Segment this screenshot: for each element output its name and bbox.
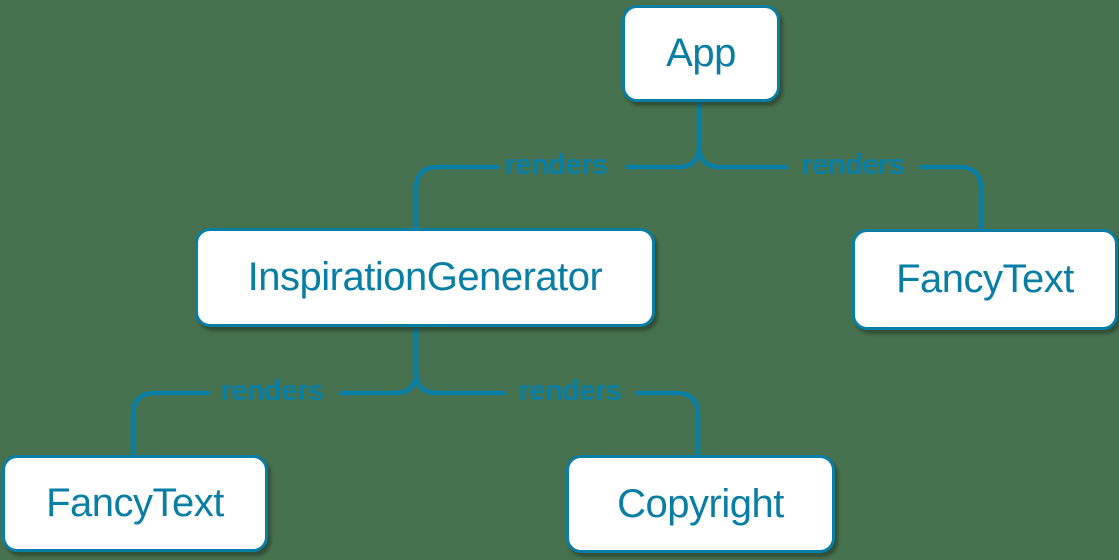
- edge-label-renders-inspirationgenerator-copyright: renders: [518, 375, 622, 408]
- edge-app-to-fancytext-b: [918, 164, 984, 233]
- edge-label-renders-app-fancytext: renders: [801, 149, 905, 182]
- edge-inspirationgenerator-to-copyright-b: [635, 390, 701, 459]
- node-copyright: Copyright: [566, 455, 835, 553]
- node-copyright-label: Copyright: [617, 481, 784, 526]
- edge-inspirationgenerator-to-fancytext-b: [130, 390, 211, 459]
- node-fancy-text-right: FancyText: [852, 229, 1118, 330]
- node-inspiration-generator-label: InspirationGenerator: [247, 255, 603, 299]
- edge-label-renders-inspirationgenerator-fancytext: renders: [220, 375, 324, 408]
- edge-inspirationgenerator-to-copyright-a: [413, 369, 507, 396]
- node-inspiration-generator: InspirationGenerator: [195, 228, 655, 327]
- node-app-label: App: [666, 31, 736, 75]
- node-app: App: [622, 5, 780, 102]
- node-fancy-text-left-label: FancyText: [46, 481, 224, 525]
- edge-label-renders-app-inspirationgenerator: renders: [504, 149, 608, 182]
- edge-app-to-fancytext-a: [696, 143, 789, 170]
- edge-app-to-inspirationgenerator-b: [413, 164, 500, 232]
- node-fancy-text-left: FancyText: [2, 455, 268, 552]
- edge-app-to-inspirationgenerator-a: [624, 143, 702, 170]
- edge-inspirationgenerator-to-fancytext-a: [338, 369, 419, 396]
- node-fancy-text-right-label: FancyText: [896, 257, 1074, 301]
